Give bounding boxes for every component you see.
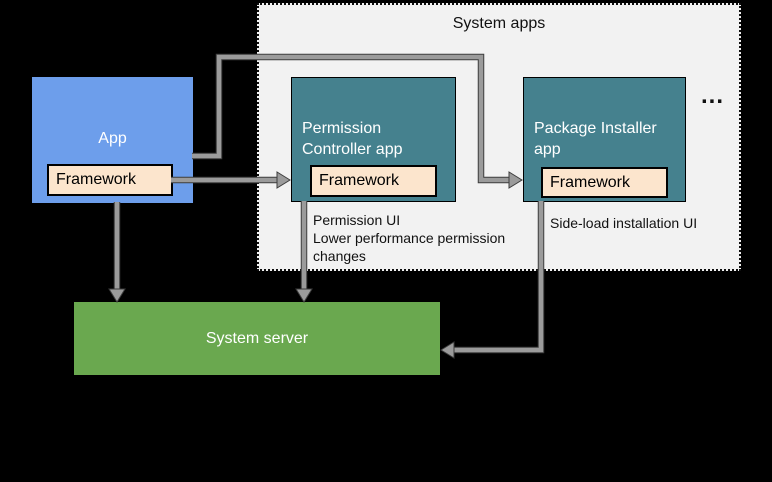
package-installer-box: Package Installer app Framework bbox=[523, 77, 686, 202]
app-framework-label: Framework bbox=[56, 171, 137, 188]
permission-annotation-line1: Permission UI bbox=[313, 212, 401, 228]
package-installer-title: Package Installer app bbox=[534, 120, 657, 158]
app-framework-box: Framework bbox=[47, 164, 173, 196]
permission-annotation-line2: Lower performance permission changes bbox=[313, 230, 506, 264]
system-server-box: System server bbox=[74, 302, 440, 375]
permission-controller-box: Permission Controller app Framework bbox=[291, 77, 456, 202]
permission-controller-framework-label: Framework bbox=[319, 172, 400, 189]
arrowhead-down-icon bbox=[108, 288, 126, 303]
package-installer-annotation: Side-load installation UI bbox=[550, 215, 698, 231]
package-installer-framework-box: Framework bbox=[541, 167, 668, 198]
system-apps-label: System apps bbox=[452, 15, 546, 32]
app-title: App bbox=[98, 130, 127, 147]
arrowhead-left-icon bbox=[440, 341, 455, 359]
permission-controller-title: Permission Controller app bbox=[302, 120, 403, 158]
app-box: App Framework bbox=[32, 77, 193, 203]
more-apps-ellipsis: ... bbox=[701, 82, 725, 109]
system-server-title: System server bbox=[205, 329, 309, 347]
permission-controller-annotation: Permission UI Lower performance permissi… bbox=[313, 211, 527, 265]
connector-app-to-system-server bbox=[108, 202, 126, 303]
package-installer-framework-label: Framework bbox=[550, 173, 631, 191]
permission-controller-framework-box: Framework bbox=[310, 165, 437, 197]
arrowhead-down-icon bbox=[295, 288, 313, 303]
